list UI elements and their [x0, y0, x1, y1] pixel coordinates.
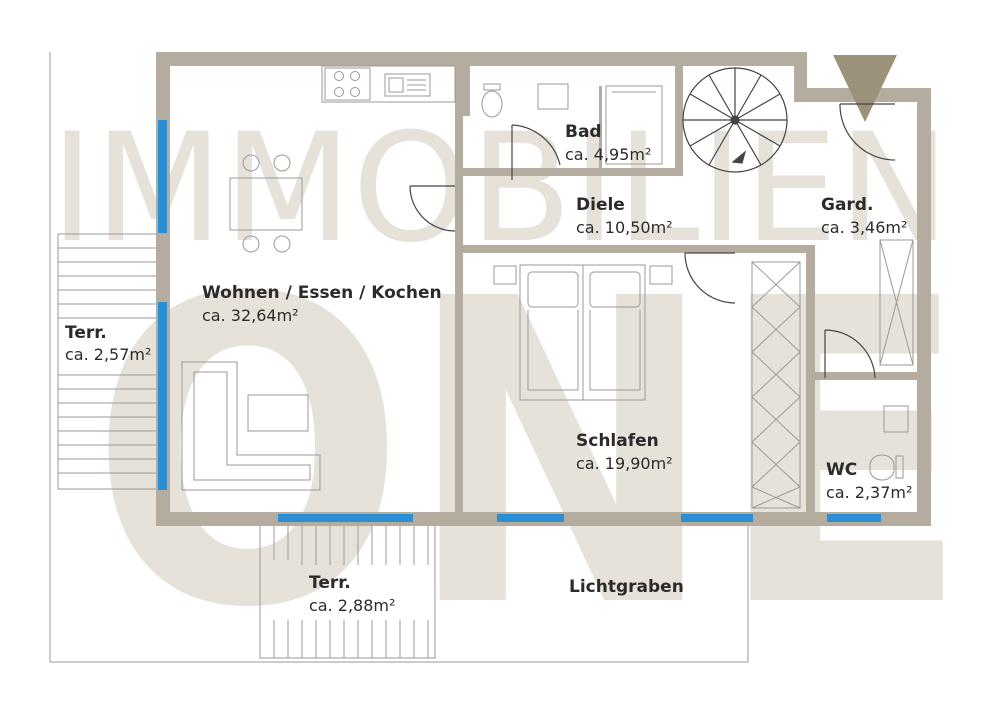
sofa-icon [181, 361, 321, 491]
door-schlafen [684, 252, 736, 304]
room-gard-area: ca. 3,46m² [821, 218, 907, 237]
room-wc-name: WC [826, 460, 857, 480]
door-entrance [839, 103, 896, 161]
room-terr-west-area: ca. 2,57m² [65, 345, 151, 364]
terrace-west-steps [57, 233, 158, 490]
kitchen-counter [321, 65, 456, 103]
room-labels: Bad ca. 4,95m² Diele ca. 10,50m² Gard. c… [65, 122, 912, 615]
stove-icon [324, 67, 371, 101]
wardrobe-garderobe [879, 239, 914, 366]
door-wc [824, 329, 876, 379]
toilet-icon [869, 454, 904, 481]
windows [158, 120, 881, 522]
room-lichtgraben-name: Lichtgraben [569, 577, 684, 597]
shower-icon [605, 85, 663, 165]
site-boundary [49, 52, 749, 663]
door-wohnen-diele [409, 185, 456, 232]
toilet-icon [481, 83, 503, 118]
dining-table-icon [229, 154, 303, 253]
door-bad [511, 124, 561, 180]
room-terr-west-name: Terr. [65, 323, 107, 343]
room-bad-name: Bad [565, 122, 602, 142]
spiral-stair-icon [682, 67, 788, 173]
doors [409, 103, 896, 379]
room-schlafen-area: ca. 19,90m² [576, 454, 673, 473]
room-wohnen-area: ca. 32,64m² [202, 306, 299, 325]
washbasin-icon [537, 83, 569, 110]
room-gard-name: Gard. [821, 195, 873, 215]
room-wc-area: ca. 2,37m² [826, 483, 912, 502]
entrance-marker-icon [833, 55, 897, 122]
room-diele-area: ca. 10,50m² [576, 218, 673, 237]
room-wohnen-name: Wohnen / Essen / Kochen [202, 283, 442, 303]
bed-icon [493, 264, 673, 401]
room-bad-area: ca. 4,95m² [565, 145, 651, 164]
room-terr-south-area: ca. 2,88m² [309, 596, 395, 615]
room-schlafen-name: Schlafen [576, 431, 659, 451]
bathroom-fixtures [481, 83, 663, 165]
wc-fixtures [869, 405, 909, 481]
wardrobe-schlafen [751, 261, 801, 509]
room-terr-south-name: Terr. [309, 573, 351, 593]
sink-icon [384, 73, 431, 97]
room-diele-name: Diele [576, 195, 625, 215]
watermark: IMMOBILIEN ONE [50, 102, 970, 700]
